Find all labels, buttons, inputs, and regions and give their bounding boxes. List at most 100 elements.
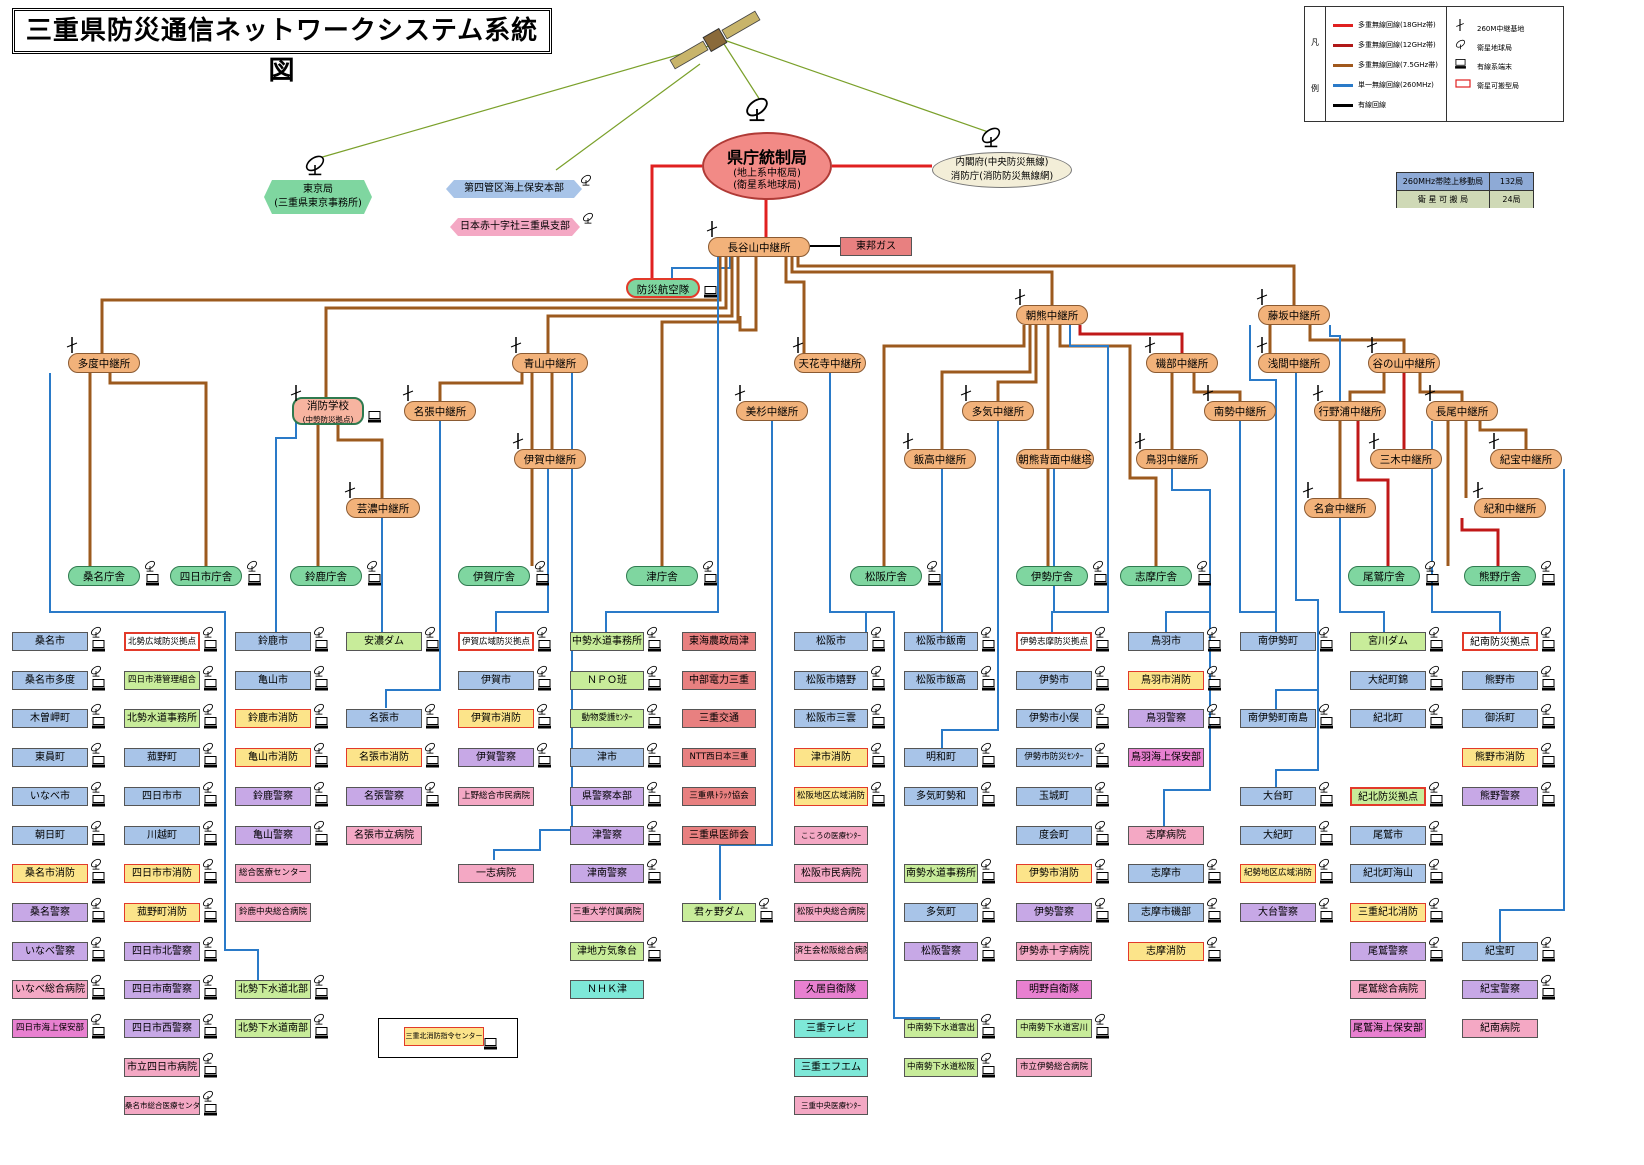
station-box: 中南勢下水道宮川 — [1016, 1019, 1092, 1038]
station-box: 四日市市消防 — [124, 864, 200, 884]
hub-shobo-label: 消防学校 — [307, 400, 349, 412]
legend-line-item: 多重無線回線(12GHz帯) — [1333, 39, 1436, 51]
legend-line-item: 多重無線回線(7.5GHz帯) — [1333, 59, 1438, 71]
terminal-icon — [1096, 794, 1109, 807]
terminal-icon — [204, 988, 217, 1000]
station-box: 鳥羽警察 — [1128, 709, 1204, 729]
station-box: 四日市南警察 — [124, 980, 200, 1000]
terminal-icon — [1542, 949, 1555, 962]
station-box: 菰野町消防 — [124, 902, 200, 922]
link-misugi-kimigano — [719, 421, 773, 900]
station-box: 中南勢下水道雲出 — [904, 1019, 978, 1038]
terminal-icon — [928, 574, 941, 586]
terminal-icon — [648, 717, 661, 729]
terminal-icon — [1430, 949, 1443, 962]
terminal-icon — [426, 794, 439, 807]
satellite-dish-icon — [980, 1052, 992, 1068]
satellite-dish-icon — [313, 626, 325, 642]
link-hasedani-tsucity — [605, 256, 719, 632]
terminal-icon — [982, 949, 995, 962]
cabinet-line2: 消防庁(消防防災無線網) — [950, 171, 1054, 182]
link-fujisaka-taninoyama — [1308, 325, 1406, 353]
link-toba-city — [1165, 469, 1211, 632]
station-box: 尾鷲警察 — [1350, 941, 1426, 961]
terminal-icon — [204, 949, 217, 962]
terminal-icon — [1542, 574, 1555, 586]
terminal-icon — [982, 678, 995, 691]
satellite-dish-icon — [90, 781, 102, 797]
terminal-icon — [1208, 949, 1221, 962]
terminal-icon — [1542, 640, 1555, 652]
satellite-dish-icon — [646, 858, 658, 874]
satellite-dish-icon — [646, 665, 658, 681]
terminal-icon — [648, 872, 661, 884]
station-box: いなべ警察 — [12, 941, 88, 961]
terminal-icon — [1542, 756, 1555, 768]
station-box: 伊勢市 — [1016, 670, 1092, 690]
station-box: 北勢下水道北部 — [235, 980, 311, 1000]
station-box: 熊野市 — [1462, 670, 1538, 690]
antenna-tower-icon — [1368, 433, 1380, 453]
station-box: こころの医療ｾﾝﾀｰ — [794, 825, 868, 845]
station-box: 上野総合市民病院 — [458, 786, 534, 806]
station-box: 松阪市飯高 — [904, 670, 978, 690]
station-box: 北勢広域防災拠点 — [124, 632, 200, 651]
antenna-tower-icon — [792, 337, 804, 357]
terminal-icon — [538, 756, 551, 768]
terminal-icon — [760, 910, 773, 923]
satellite-dish-icon — [202, 703, 214, 719]
station-box: 安濃ダム — [346, 632, 422, 651]
satellite-dish-icon — [1424, 560, 1436, 576]
satellite-dish-icon — [870, 742, 882, 758]
station-box: 中部電力三重 — [682, 670, 756, 690]
satellite-dish-icon — [202, 936, 214, 952]
aviation-node: 防災航空隊 — [626, 278, 700, 298]
hub-shobo-sublabel: (中勢防災拠点) — [302, 415, 354, 424]
satellite-dish-icon — [582, 212, 594, 228]
terminal-icon — [1430, 794, 1443, 807]
station-box: 津南警察 — [570, 864, 644, 884]
terminal-icon — [92, 910, 105, 923]
station-box: 伊賀広域防災拠点 — [458, 632, 534, 651]
link-hasedani-shobo — [324, 256, 728, 401]
link-hasedani-tentenji — [784, 256, 806, 353]
antenna-tower-icon — [1312, 385, 1324, 405]
legend-symbol-label: 有線系端末 — [1477, 63, 1512, 71]
terminal-icon — [315, 988, 328, 1000]
station-box: 鈴鹿市消防 — [235, 709, 311, 729]
station-box: 東海農政局津 — [682, 632, 756, 651]
station-box: 伊勢志摩防災拠点 — [1016, 632, 1092, 651]
terminal-icon — [982, 1027, 995, 1039]
hub-misugi: 美杉中継所 — [736, 401, 808, 421]
hub-iitaka: 飯高中継所 — [904, 449, 976, 469]
antenna-tower-icon — [1488, 433, 1500, 453]
station-box: ＮＨＫ津 — [570, 980, 644, 1000]
satellite-dish-icon — [90, 626, 102, 642]
satellite-dish-icon — [980, 936, 992, 952]
tokyo-office-node: 東京局 (三重県東京事務所) — [264, 180, 372, 214]
terminal-icon — [1542, 678, 1555, 691]
terminal-icon — [648, 640, 661, 652]
antenna-tower-icon — [510, 337, 522, 357]
antenna-tower-icon — [402, 385, 414, 405]
station-box: 済生会松阪総合病院 — [794, 941, 868, 961]
terminal-icon — [204, 872, 217, 884]
link-asama-shima — [1058, 325, 1158, 566]
station-box: 三重県医師会 — [682, 825, 756, 845]
station-box: 君ヶ野ダム — [682, 902, 756, 922]
station-box: 亀山市消防 — [235, 748, 311, 768]
station-box: 津市消防 — [794, 748, 868, 768]
satellite-dish-icon — [424, 742, 436, 758]
legend: 凡 例 多重無線回線(18GHz帯)多重無線回線(12GHz帯)多重無線回線(7… — [1304, 6, 1564, 122]
satellite-dish-icon — [1094, 897, 1106, 913]
station-box: 動物愛護ｾﾝﾀｰ — [570, 709, 644, 729]
station-box: 熊野市消防 — [1462, 748, 1538, 768]
terminal-icon — [315, 640, 328, 652]
link-osaka-kiho — [1478, 421, 1528, 449]
terminal-icon — [315, 794, 328, 807]
terminal-icon — [1430, 910, 1443, 923]
legend-symbol-item: 260M中継基地 — [1455, 19, 1524, 33]
satellite-dish-icon — [313, 703, 325, 719]
office-kuwana: 桑名庁舎 — [68, 566, 140, 586]
